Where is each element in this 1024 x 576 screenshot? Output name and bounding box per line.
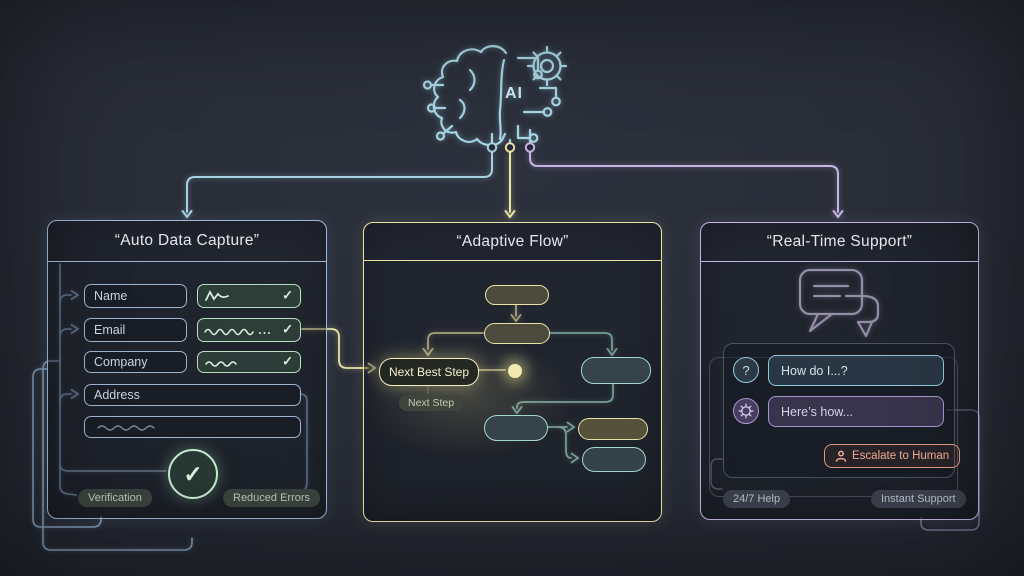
panel-auto-data-capture: “Auto Data Capture” Name ✓ Email ✓ Compa… xyxy=(47,220,327,519)
panel3-title: “Real-Time Support” xyxy=(701,223,978,262)
ai-brain-icon xyxy=(422,45,568,147)
ai-label: AI xyxy=(505,85,523,102)
next-best-step-label: Next Best Step xyxy=(388,365,470,379)
bot-gear-icon xyxy=(738,403,754,419)
next-best-step-node[interactable]: Next Best Step xyxy=(379,358,479,386)
person-icon xyxy=(835,450,847,462)
check-icon: ✓ xyxy=(282,287,293,303)
wire-purple xyxy=(529,151,844,219)
verification-tag: Verification xyxy=(78,489,152,507)
verification-check-circle: ✓ xyxy=(168,449,218,499)
reduced-errors-tag: Reduced Errors xyxy=(223,489,321,507)
branch-rings xyxy=(486,142,536,153)
escalate-button-label: Escalate to Human xyxy=(852,450,950,462)
email-field-label: Email xyxy=(94,323,126,337)
flow-node-branch-right xyxy=(581,357,651,384)
wire-yellow xyxy=(504,151,516,219)
flow-node-highlighted-outcome xyxy=(578,418,648,440)
address-field-label: Address xyxy=(94,388,140,402)
panel1-title: “Auto Data Capture” xyxy=(48,221,326,262)
next-step-tag: Next Step xyxy=(399,395,464,411)
email-field[interactable]: Email xyxy=(84,318,187,342)
address-field[interactable]: Address xyxy=(84,384,301,406)
ai-reply-bubble[interactable]: Here’s how... xyxy=(768,396,944,427)
gear-icon xyxy=(526,45,568,87)
flow-node-decision xyxy=(484,323,550,344)
faint-scribble-icon xyxy=(97,425,155,431)
help-tag: 24/7 Help xyxy=(723,490,791,508)
user-message-text: How do I...? xyxy=(781,363,848,378)
wire-cyan xyxy=(181,151,493,219)
escalate-to-human-button[interactable]: Escalate to Human xyxy=(824,444,961,468)
yellow-glow xyxy=(364,338,574,458)
user-question-avatar: ? xyxy=(733,357,759,383)
panel-real-time-support: “Real-Time Support” ? How do I...? Here’… xyxy=(700,222,979,520)
ai-bot-avatar xyxy=(733,398,759,424)
wave-scribble-icon xyxy=(204,328,270,336)
wave-scribble-icon xyxy=(205,361,237,367)
empty-input-field[interactable] xyxy=(84,416,301,438)
email-captured-field[interactable]: ✓ xyxy=(197,318,301,342)
user-message-bubble[interactable]: How do I...? xyxy=(768,355,944,386)
question-icon: ? xyxy=(742,362,750,378)
flow-node-merge xyxy=(484,415,548,441)
company-field[interactable]: Company xyxy=(84,351,187,373)
flow-node-alt-outcome xyxy=(582,447,646,472)
name-captured-field[interactable]: ✓ xyxy=(197,284,301,308)
ai-reply-text: Here’s how... xyxy=(781,404,854,419)
company-captured-field[interactable]: ✓ xyxy=(197,351,301,373)
flow-node-start xyxy=(485,285,549,305)
name-field[interactable]: Name xyxy=(84,284,187,308)
name-field-label: Name xyxy=(94,289,128,303)
active-step-dot xyxy=(508,364,522,378)
panel-adaptive-flow: “Adaptive Flow” Next Best Step Next Step xyxy=(363,222,662,522)
check-icon: ✓ xyxy=(282,353,293,369)
check-icon: ✓ xyxy=(183,460,203,487)
company-field-label: Company xyxy=(94,355,148,369)
panel2-title: “Adaptive Flow” xyxy=(364,223,661,261)
instant-support-tag: Instant Support xyxy=(871,490,966,508)
scribble-icon xyxy=(205,290,229,301)
check-icon: ✓ xyxy=(282,321,293,337)
